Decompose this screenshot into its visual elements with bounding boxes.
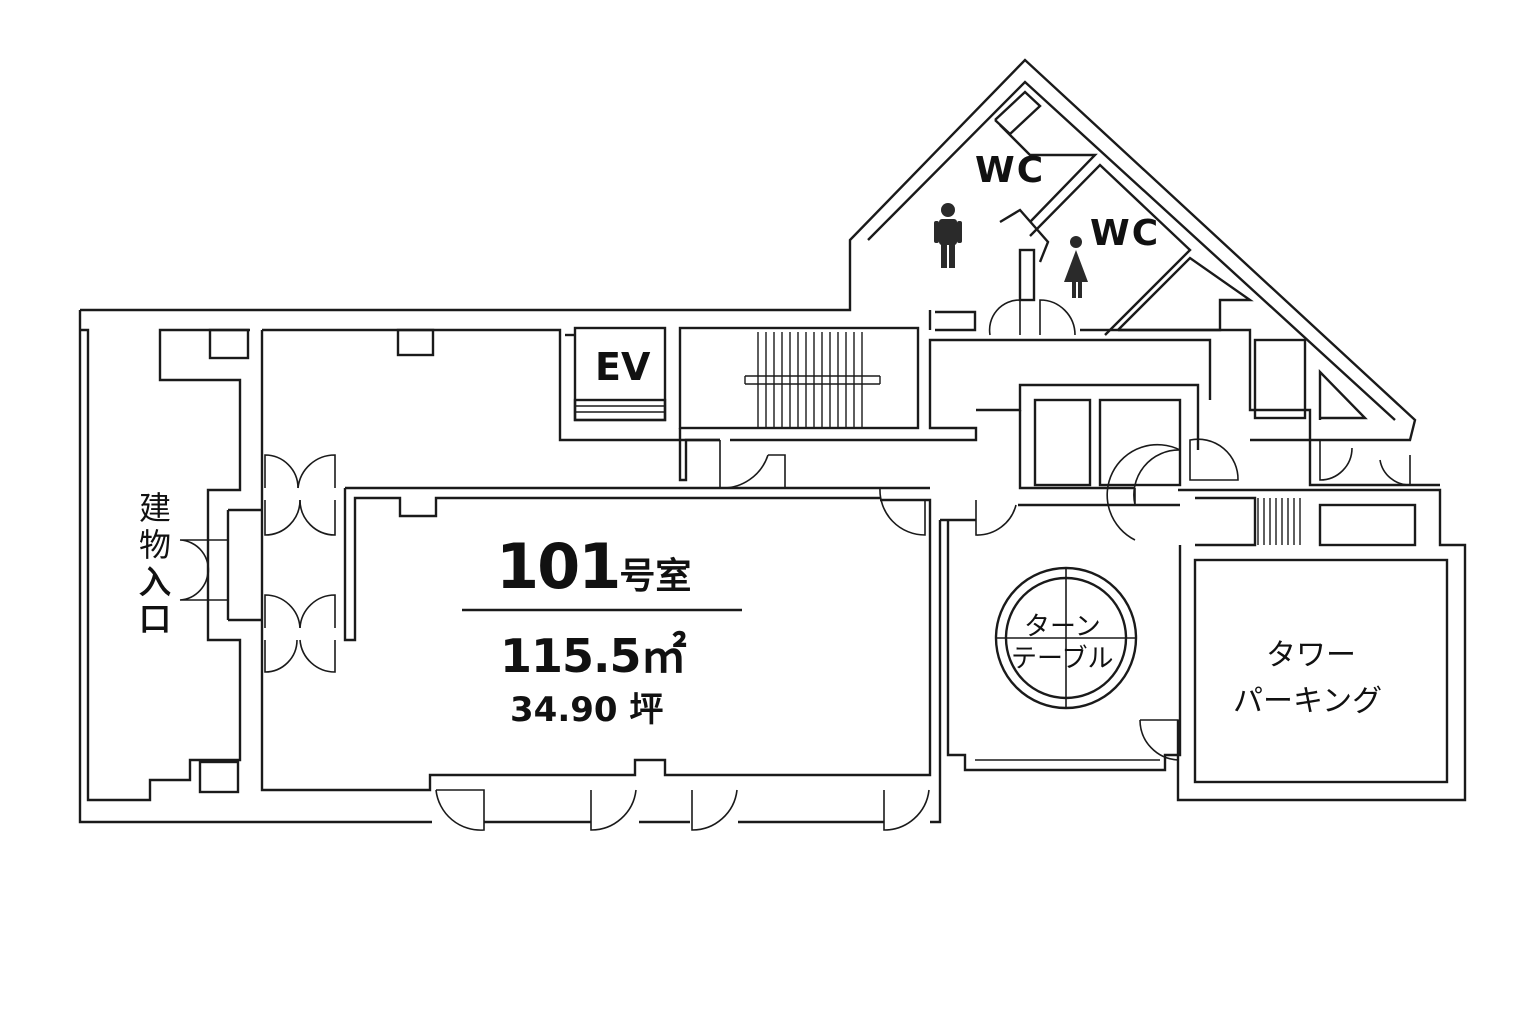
room-area: 115.5㎡ [500,629,687,683]
turntable [994,566,1138,710]
core [565,310,1212,482]
turntable-label-1: ターン [1024,612,1101,642]
entrance-char: 建 [138,489,171,527]
elevator-label: EV [595,345,651,389]
entrance-char: 口 [138,600,171,638]
stairs-small [1257,498,1301,545]
room-number-label: 101号室 [496,530,691,603]
entrance-char: 入 [138,563,171,601]
female-person-icon [1064,236,1088,298]
room-101 [260,328,932,792]
tower-parking-label-1: タワー [1266,638,1356,673]
outer-walls [78,58,1417,824]
stairs-main [744,332,881,428]
parking-walls [940,383,1467,802]
wc-men-label: WC [975,150,1046,191]
doors [179,299,1411,831]
room-number: 101 [496,530,621,603]
entrance-char: 物 [138,526,171,564]
room-tsubo: 34.90 坪 [510,690,664,730]
building-entrance-label: 建 物 入 口 [135,490,175,638]
tower-parking-label-2: パーキング [1233,684,1383,719]
male-person-icon [934,203,962,268]
wc-women-label: WC [1090,213,1161,254]
room-suffix: 号室 [619,556,692,597]
turntable-label-2: テーブル [1011,644,1114,674]
entrance-walls [198,328,262,794]
wc-area [935,90,1368,440]
